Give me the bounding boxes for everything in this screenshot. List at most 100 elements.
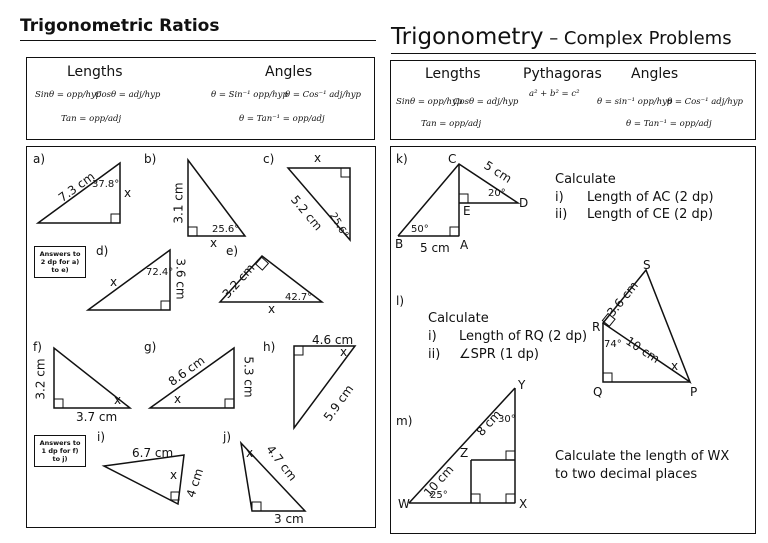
right-angle-mark — [505, 450, 516, 461]
sin-formula: Sinθ = opp/hyp — [396, 97, 463, 107]
asin-formula: θ = sin⁻¹ opp/hyp — [597, 97, 673, 107]
diagram-k-outline — [397, 163, 521, 237]
angles-heading: Angles — [265, 64, 313, 80]
problem-g-label: g) — [144, 340, 157, 354]
problem-h-unknown: x — [340, 345, 348, 359]
right-angle-mark — [187, 226, 198, 237]
triangle-i — [101, 454, 185, 506]
triangle-f — [53, 346, 133, 409]
problem-d-side: 3.6 cm — [173, 258, 188, 300]
problem-j-unknown: x — [246, 446, 254, 460]
problem-e-angle: 42.7° — [285, 292, 313, 303]
problem-i-label: i) — [97, 430, 106, 444]
problem-g-side: 5.3 cm — [241, 356, 256, 398]
triangle-j — [239, 440, 307, 512]
cos-formula: Cosθ = adj/hyp — [453, 97, 519, 107]
problem-c-label: c) — [263, 152, 275, 166]
problem-d-angle: 72.4° — [146, 267, 174, 278]
right-angle-mark — [53, 398, 64, 409]
problem-i-side1: 6.7 cm — [132, 446, 174, 460]
sin-formula: Sinθ = opp/hyp — [35, 90, 102, 100]
k-point-b: B — [395, 237, 404, 251]
right-angle-mark — [224, 398, 235, 409]
cos-formula: Cosθ = adj/hyp — [95, 90, 161, 100]
atan-formula: θ = Tan⁻¹ = opp/adj — [239, 114, 325, 124]
m-point-x: X — [519, 497, 528, 511]
k-calculate: Calculate — [555, 172, 616, 187]
l-q2-text: ∠SPR (1 dp) — [459, 347, 539, 362]
k-angle-d: 20° — [488, 188, 506, 199]
left-title: Trigonometric Ratios — [20, 16, 220, 36]
right-angle-mark — [340, 167, 351, 178]
l-q1-text: Length of RQ (2 dp) — [459, 329, 588, 344]
problem-b-unknown: x — [210, 236, 218, 250]
right-angle-mark — [601, 312, 616, 327]
triangle-b — [187, 157, 247, 237]
right-angle-mark — [505, 493, 516, 504]
atan-formula: θ = Tan⁻¹ = opp/adj — [626, 119, 712, 129]
right-angle-mark — [160, 300, 171, 311]
acos-formula: θ = Cos⁻¹ adj/hyp — [667, 97, 743, 107]
right-angle-mark — [110, 213, 121, 224]
l-q2-num: ii) — [428, 347, 441, 362]
l-point-q: Q — [593, 385, 603, 399]
k-ba-length: 5 cm — [420, 241, 450, 255]
right-angle-mark — [602, 372, 613, 383]
k-point-c: C — [448, 152, 457, 166]
l-point-r: R — [592, 320, 601, 334]
problem-g-unknown: x — [174, 392, 182, 406]
m-point-y: Y — [518, 378, 526, 392]
l-point-s: S — [643, 258, 651, 272]
problem-m-label: m) — [396, 414, 413, 428]
right-angle-mark — [458, 193, 469, 204]
problem-b-side: 3.1 cm — [171, 182, 186, 224]
tan-formula: Tan = opp/adj — [421, 119, 482, 129]
k-q2-text: Length of CE (2 dp) — [587, 207, 714, 222]
m-question-line1: Calculate the length of WX — [555, 449, 730, 464]
triangle-a — [35, 161, 121, 224]
triangle-d — [85, 248, 171, 311]
triangle-c — [286, 167, 351, 243]
problem-f-unknown: x — [114, 393, 122, 407]
l-calculate: Calculate — [428, 311, 489, 326]
diagram-l-srp — [601, 268, 692, 384]
m-angle-w: 25° — [430, 490, 448, 501]
note-2dp: Answers to 2 dp for a) to e) — [34, 246, 86, 278]
problem-h-side: 4.6 cm — [312, 333, 354, 347]
problem-b-label: b) — [144, 152, 157, 166]
right-title: Trigonometry – Complex Problems — [391, 24, 732, 50]
right-problems-box — [390, 146, 756, 534]
m-angle-y: 30° — [498, 414, 516, 425]
right-angle-mark — [293, 345, 304, 356]
right-angle-mark — [470, 493, 481, 504]
problem-f-label: f) — [33, 340, 42, 354]
problem-l-label: l) — [396, 294, 405, 308]
diagram-m-wy — [408, 387, 516, 504]
right-angle-mark — [251, 501, 262, 512]
right-angle-mark — [449, 226, 460, 237]
triangle-e — [218, 254, 325, 303]
acos-formula: θ = Cos⁻¹ adj/hyp — [285, 90, 361, 100]
problem-a-label: a) — [33, 152, 46, 166]
problem-d-label: d) — [96, 244, 109, 258]
pythagoras-formula: a² + b² = c² — [529, 89, 580, 99]
problem-i-unknown: x — [170, 468, 178, 482]
asin-formula: θ = Sin⁻¹ opp/hyp — [211, 90, 288, 100]
note-1dp: Answers to 1 dp for f) to j) — [34, 435, 86, 467]
k-q1-num: i) — [555, 190, 564, 205]
l-unknown: x — [671, 359, 679, 373]
pythagoras-heading: Pythagoras — [523, 66, 602, 82]
tan-formula: Tan = opp/adj — [61, 114, 122, 124]
left-formula-box: Lengths Angles Sinθ = opp/hyp Cosθ = adj… — [26, 57, 375, 140]
angles-heading: Angles — [631, 66, 679, 82]
left-title-rule — [20, 40, 376, 41]
problem-c-unknown: x — [314, 151, 322, 165]
right-formula-box: Lengths Pythagoras Angles Sinθ = opp/hyp… — [390, 60, 756, 140]
l-angle-r: 74° — [604, 339, 622, 350]
triangle-g — [147, 346, 235, 409]
problem-k-label: k) — [396, 152, 408, 166]
problem-f-side1: 3.2 cm — [33, 358, 48, 400]
problem-e-label: e) — [226, 244, 239, 258]
m-question-line2: to two decimal places — [555, 467, 698, 482]
problem-j-label: j) — [223, 430, 232, 444]
